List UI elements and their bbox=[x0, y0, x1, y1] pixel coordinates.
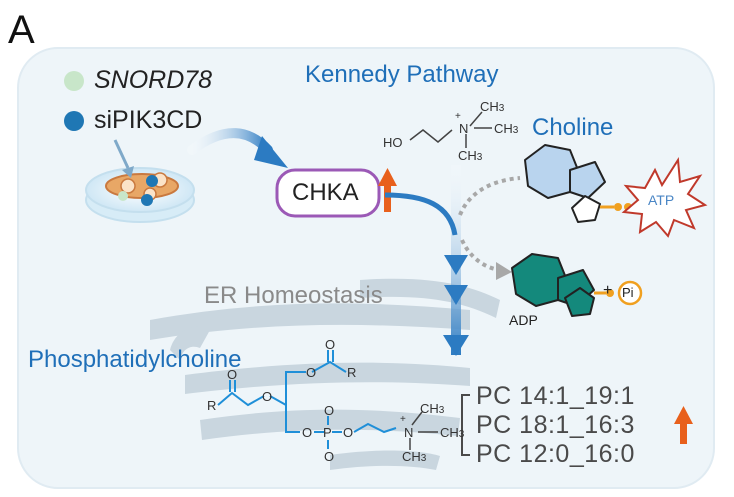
chka-label: CHKA bbox=[292, 179, 359, 206]
pc-o-carbonyl-top: O bbox=[325, 337, 336, 352]
pc-r-top: R bbox=[347, 365, 357, 380]
choline-ho: HO bbox=[383, 135, 403, 150]
pc-ch3-top: CH3 bbox=[420, 401, 445, 416]
choline-charge: + bbox=[455, 111, 461, 122]
legend-dot-snord78 bbox=[64, 71, 84, 91]
choline-structure bbox=[409, 111, 492, 148]
pc-o-anion: O bbox=[324, 449, 335, 464]
petri-dish-icon bbox=[85, 139, 195, 223]
pc-o-bridge-2: O bbox=[343, 425, 354, 440]
pc-p: P bbox=[323, 425, 332, 440]
choline-ch3-top: CH3 bbox=[480, 99, 505, 114]
pc-ch3-right: CH3 bbox=[440, 425, 465, 440]
pathway-main-arrow bbox=[443, 165, 469, 356]
pc-o-ester-top: O bbox=[306, 365, 317, 380]
pc-o-carbonyl-left: O bbox=[227, 367, 238, 382]
pc-bracket bbox=[461, 394, 470, 456]
pc-species-item: PC 18:1_16:3 bbox=[476, 411, 635, 439]
pc-species-item: PC 14:1_19:1 bbox=[476, 382, 635, 410]
er-homeostasis-label: ER Homeostasis bbox=[204, 282, 383, 309]
pi-circle bbox=[617, 280, 643, 306]
choline-ch3-right: CH3 bbox=[494, 121, 519, 136]
pc-n: N bbox=[404, 425, 414, 440]
er-membrane-graphic bbox=[150, 278, 500, 470]
atp-label: ATP bbox=[648, 192, 675, 208]
pc-structure bbox=[217, 350, 397, 449]
panel-label: A bbox=[8, 8, 35, 52]
pc-structure-amine bbox=[409, 411, 438, 450]
pc-charge: + bbox=[400, 414, 406, 425]
pi-label: Pi bbox=[622, 285, 634, 300]
pc-o-bridge-1: O bbox=[302, 425, 313, 440]
choline-label: Choline bbox=[532, 114, 614, 141]
legend-label-snord78: SNORD78 bbox=[94, 66, 213, 94]
atp-dashed-arrow bbox=[458, 176, 521, 216]
choline-n: N bbox=[459, 121, 469, 136]
chka-enzyme-box bbox=[275, 168, 381, 218]
pc-o-ester-left: O bbox=[262, 389, 273, 404]
choline-ch3-bottom: CH3 bbox=[458, 148, 483, 163]
pc-r-left: R bbox=[207, 398, 217, 413]
kinase-protein-teal bbox=[511, 253, 614, 317]
chka-to-pathway-arrow bbox=[384, 192, 458, 236]
legend-dot-sipik3cd bbox=[64, 111, 84, 131]
plus-sign: + bbox=[603, 282, 613, 299]
kinase-protein-light bbox=[524, 144, 632, 223]
pc-ch3-bottom: CH3 bbox=[402, 449, 427, 464]
adp-dashed-arrow bbox=[460, 239, 512, 280]
phosphatidylcholine-label: Phosphatidylcholine bbox=[28, 346, 242, 373]
pc-up-arrow bbox=[674, 406, 693, 444]
adp-label: ADP bbox=[509, 312, 538, 328]
legend-label-sipik3cd: siPIK3CD bbox=[94, 106, 203, 134]
pc-species-item: PC 12:0_16:0 bbox=[476, 440, 635, 468]
pathway-title: Kennedy Pathway bbox=[305, 61, 499, 88]
treatment-arrow bbox=[187, 128, 288, 168]
pc-o-phosphoryl: O bbox=[324, 403, 335, 418]
atp-starburst bbox=[621, 157, 708, 238]
